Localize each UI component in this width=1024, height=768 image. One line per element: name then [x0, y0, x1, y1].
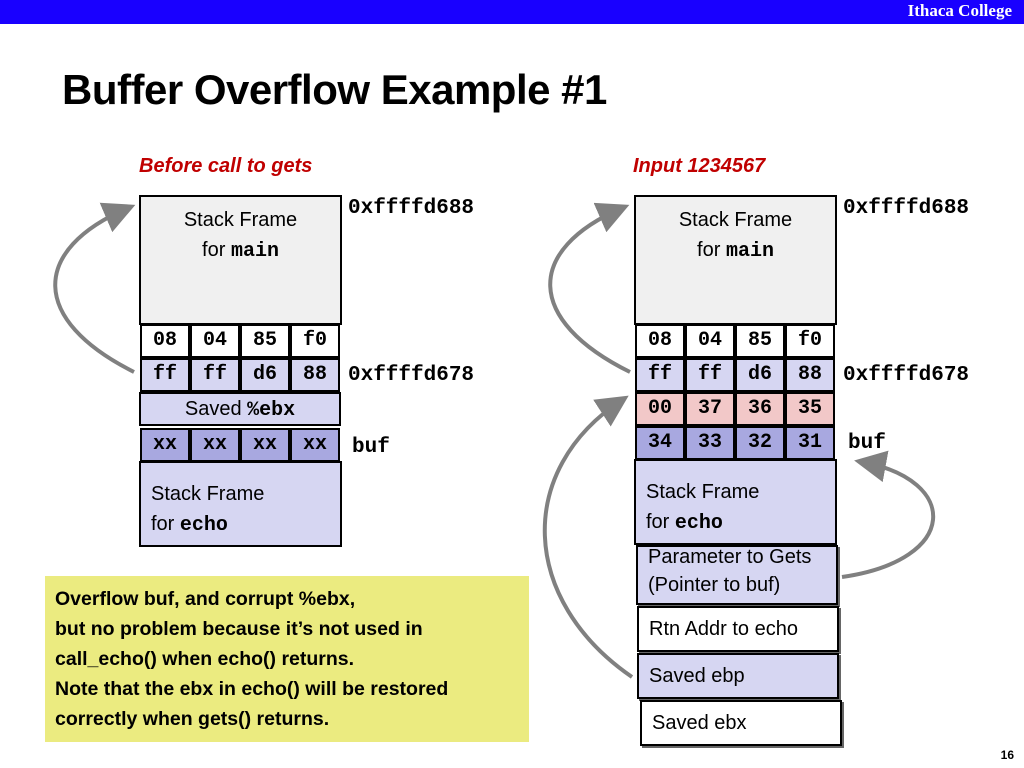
right-buf-label: buf: [848, 432, 886, 455]
param-to-gets-box: Parameter to Gets (Pointer to buf): [636, 545, 838, 605]
left-addr-top: 0xffffd688: [348, 197, 475, 220]
right-row1-cell: f0: [785, 324, 835, 358]
right-corrupted-cell: 00: [635, 392, 685, 426]
param-to-buf-arrow: [841, 450, 935, 579]
page-number: 16: [1000, 748, 1014, 762]
right-row1-cell: 85: [735, 324, 785, 358]
right-buf-cell: 32: [735, 426, 785, 460]
note-line: Overflow buf, and corrupt %ebx,: [55, 588, 356, 610]
left-frame-echo: Stack Frame for echo: [139, 461, 342, 547]
right-corrupted-cell: 36: [735, 392, 785, 426]
left-addr-mid: 0xffffd678: [348, 364, 475, 387]
right-corrupted-cell: 35: [785, 392, 835, 426]
left-caption: Before call to gets: [139, 155, 313, 177]
saved-ebp-arrow: [542, 395, 634, 679]
right-buf-cell: 33: [685, 426, 735, 460]
left-row2-cell: 88: [290, 358, 340, 392]
right-addr-mid: 0xffffd678: [843, 364, 970, 387]
right-addr-top: 0xffffd688: [843, 197, 970, 220]
right-return-arrow: [548, 202, 631, 374]
right-row1-cell: 08: [635, 324, 685, 358]
right-caption: Input 1234567: [633, 155, 766, 177]
note-line: but no problem because it’s not used in: [55, 618, 423, 640]
left-row1-cell: f0: [290, 324, 340, 358]
left-buf-label: buf: [352, 436, 390, 459]
left-frame-main-line1: Stack Frame: [183, 209, 298, 231]
left-frame-main: Stack Frame for main: [139, 195, 342, 325]
saved-ebp-box: Saved ebp: [637, 653, 839, 699]
rtn-addr-box: Rtn Addr to echo: [637, 606, 839, 652]
left-row1-cell: 04: [190, 324, 240, 358]
right-corrupted-cell: 37: [685, 392, 735, 426]
right-frame-main: Stack Frame for main: [634, 195, 837, 325]
left-buf-cell: xx: [290, 428, 340, 462]
left-row1-cell: 08: [140, 324, 190, 358]
note-line: call_echo() when echo() returns.: [55, 648, 355, 670]
college-name: Ithaca College: [907, 1, 1012, 20]
left-row2-cell: ff: [190, 358, 240, 392]
left-row2-cell: d6: [240, 358, 290, 392]
note-box: Overflow buf, and corrupt %ebx, but no p…: [45, 576, 529, 742]
left-saved-ebx: Saved %ebx: [139, 392, 341, 426]
right-buf-cell: 31: [785, 426, 835, 460]
left-row2-cell: ff: [140, 358, 190, 392]
left-buf-cell: xx: [140, 428, 190, 462]
left-buf-cell: xx: [240, 428, 290, 462]
header-bar: Ithaca College: [0, 0, 1024, 24]
left-row1-cell: 85: [240, 324, 290, 358]
right-row1-cell: 04: [685, 324, 735, 358]
note-line: Note that the ebx in echo() will be rest…: [55, 678, 449, 700]
note-line: correctly when gets() returns.: [55, 708, 330, 730]
left-buf-cell: xx: [190, 428, 240, 462]
right-buf-cell: 34: [635, 426, 685, 460]
saved-ebx-box: Saved ebx: [640, 700, 842, 746]
left-frame-main-line2: for main: [202, 239, 279, 263]
right-row2-cell: ff: [685, 358, 735, 392]
left-return-arrow: [53, 202, 136, 374]
right-row2-cell: ff: [635, 358, 685, 392]
right-row2-cell: d6: [735, 358, 785, 392]
slide-title: Buffer Overflow Example #1: [62, 66, 607, 113]
right-frame-echo: Stack Frame for echo: [634, 459, 837, 545]
right-row2-cell: 88: [785, 358, 835, 392]
